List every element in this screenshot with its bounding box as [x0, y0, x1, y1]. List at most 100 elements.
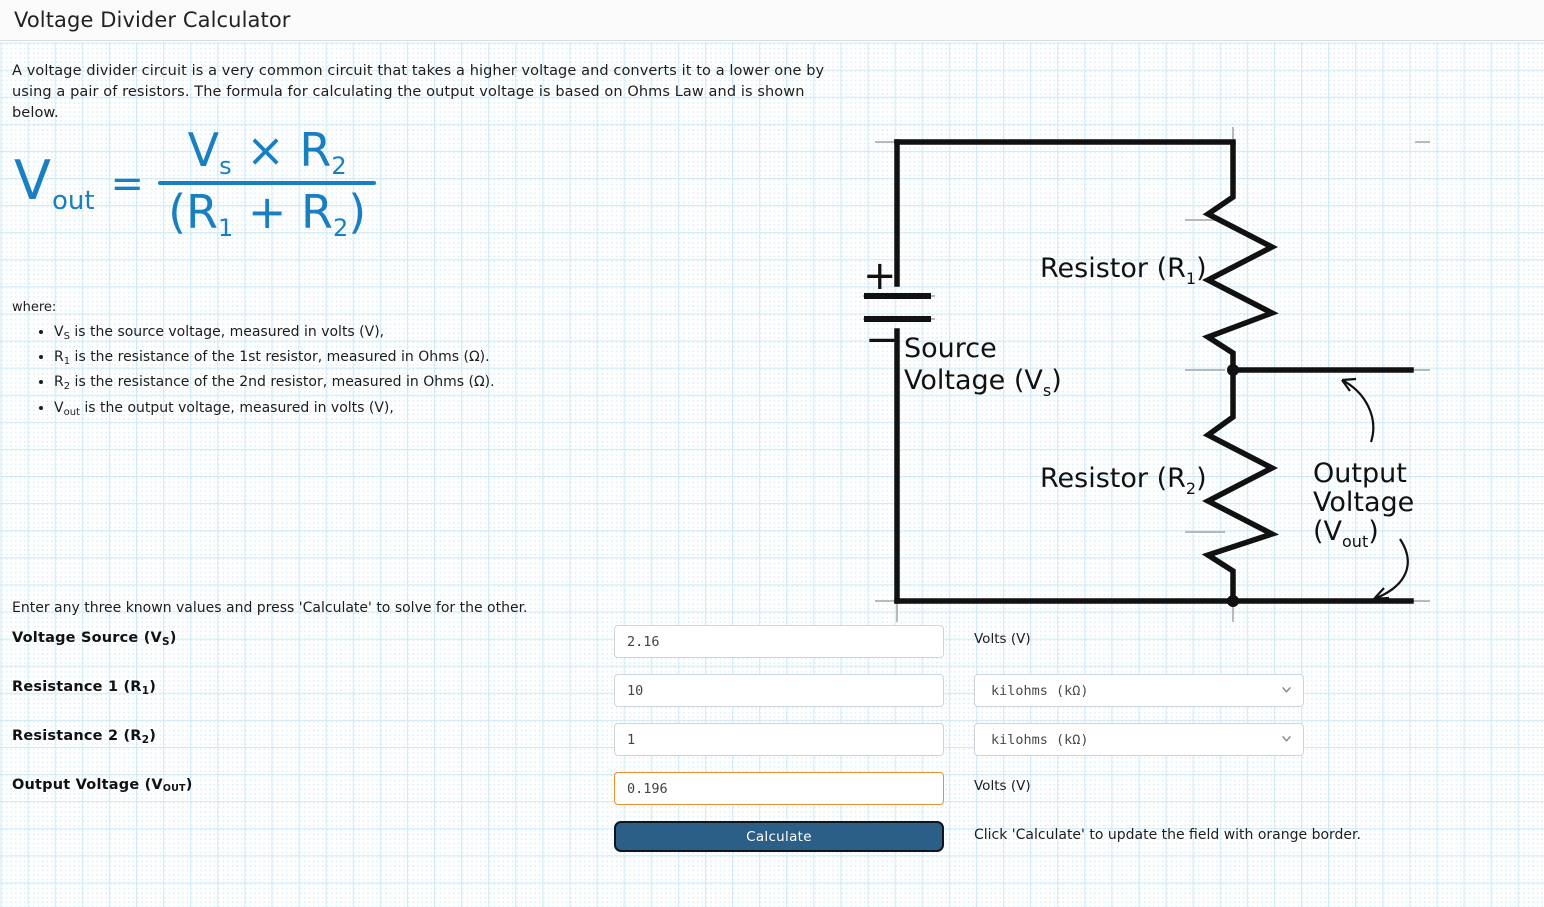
resistor-2-tail: )	[1196, 463, 1207, 494]
def-subscript: S	[63, 331, 70, 342]
list-item: Vout is the output voltage, measured in …	[54, 398, 495, 423]
voltage-divider-circuit-diagram: + − Source Voltage (Vs) Resistor (R1) Re…	[863, 127, 1430, 622]
voltage-source-unit: Volts (V)	[974, 631, 1031, 647]
def-text: is the resistance of the 1st resistor, m…	[70, 349, 490, 366]
form-row-resistance-1: Resistance 1 (R1) kilohms (kΩ)	[0, 674, 1400, 708]
label-text: Voltage Source (V	[12, 630, 162, 646]
formula-v-subscript: out	[51, 186, 95, 216]
output-voltage-input[interactable]	[614, 772, 944, 805]
circuit-wires	[894, 139, 1414, 604]
label-tail: )	[185, 777, 193, 793]
numerator-times-r: × R	[231, 123, 332, 178]
page-title: Voltage Divider Calculator	[14, 8, 291, 32]
denominator-r1-sub: 1	[217, 214, 234, 243]
resistance-2-input[interactable]	[614, 723, 944, 756]
numerator-r-sub: 2	[331, 152, 347, 181]
resistor-2-sub: 2	[1186, 479, 1196, 498]
output-voltage-label-line1: Output	[1313, 458, 1407, 489]
resistance-1-input[interactable]	[614, 674, 944, 707]
def-subscript: out	[63, 406, 80, 418]
calculate-note: Click 'Calculate' to update the field wi…	[974, 827, 1361, 843]
def-text: is the resistance of the 2nd resistor, m…	[70, 374, 495, 391]
label-output-voltage: Output Voltage (VOUT)	[12, 777, 193, 794]
def-symbol: R	[54, 349, 64, 366]
output-arrow-upper	[1341, 377, 1375, 443]
def-text: is the output voltage, measured in volts…	[79, 399, 394, 416]
numerator-v: V	[187, 123, 220, 178]
junction-dot-bottom	[1227, 595, 1239, 607]
label-text: Resistance 2 (R	[12, 728, 142, 744]
label-subscript: 2	[141, 734, 150, 746]
output-arrow-lower	[1373, 538, 1409, 601]
label-text: Resistance 1 (R	[12, 679, 142, 695]
definition-list: VS is the source voltage, measured in vo…	[32, 322, 495, 423]
label-tail: )	[149, 728, 157, 744]
formula-fraction-bar	[158, 181, 377, 186]
denominator-r1: (R	[168, 185, 218, 240]
plus-sign-label: +	[863, 253, 897, 299]
output-voltage-label-line2: Voltage	[1313, 487, 1414, 518]
label-subscript: OUT	[162, 783, 186, 794]
output-voltage-label-line3: (Vout)	[1313, 516, 1379, 551]
label-resistance-1: Resistance 1 (R1)	[12, 679, 156, 697]
output-voltage-sub: out	[1342, 532, 1368, 551]
output-voltage-main: (V	[1313, 516, 1343, 547]
label-text: Output Voltage (V	[12, 777, 163, 793]
where-label: where:	[12, 300, 57, 315]
junction-dot-top	[1227, 364, 1239, 376]
source-voltage-sub: s	[1043, 381, 1051, 400]
resistor-2-main: Resistor (R	[1040, 463, 1186, 494]
form-instructions: Enter any three known values and press '…	[12, 600, 528, 616]
battery-symbol	[864, 293, 931, 322]
output-voltage-unit: Volts (V)	[974, 778, 1031, 794]
resistor-1-zigzag	[1201, 142, 1279, 370]
label-voltage-source: Voltage Source (VS)	[12, 630, 177, 648]
list-item: R2 is the resistance of the 2nd resistor…	[54, 372, 495, 397]
app-header: Voltage Divider Calculator	[0, 0, 1544, 41]
source-voltage-label-line1: Source	[904, 333, 997, 364]
resistor-1-tail: )	[1196, 253, 1207, 284]
def-symbol: R	[54, 374, 64, 391]
numerator-v-sub: s	[219, 152, 232, 181]
formula-left-side: Vout	[14, 154, 95, 216]
denominator-plus-r: + R	[233, 185, 334, 240]
resistor-2-zigzag	[1201, 370, 1280, 601]
formula-equals-sign: =	[110, 161, 145, 207]
def-subscript: 1	[63, 356, 71, 368]
def-symbol: V	[54, 324, 64, 340]
label-resistance-2: Resistance 2 (R2)	[12, 728, 156, 746]
def-subscript: 2	[63, 381, 71, 393]
label-tail: )	[169, 630, 177, 646]
formula-numerator: Vs × R2	[178, 126, 357, 181]
formula-denominator: (R1 + R2)	[158, 185, 376, 243]
list-item: VS is the source voltage, measured in vo…	[54, 322, 495, 347]
form-row-resistance-2: Resistance 2 (R2) kilohms (kΩ)	[0, 723, 1400, 757]
intro-paragraph: A voltage divider circuit is a very comm…	[12, 63, 825, 121]
list-item: R1 is the resistance of the 1st resistor…	[54, 347, 495, 372]
label-subscript: 1	[141, 685, 150, 697]
form-row-output-voltage: Output Voltage (VOUT) Volts (V)	[0, 772, 1400, 806]
resistor-1-sub: 1	[1186, 269, 1196, 288]
resistance-2-unit-select[interactable]: kilohms (kΩ)	[974, 723, 1304, 756]
def-symbol: V	[54, 399, 64, 416]
resistor-2-label: Resistor (R2)	[1040, 463, 1207, 498]
voltage-divider-formula: Vout = Vs × R2 (R1 + R2)	[14, 124, 377, 244]
def-text: is the source voltage, measured in volts…	[69, 324, 385, 340]
form-row-voltage-source: Voltage Source (VS) Volts (V)	[0, 625, 1400, 659]
source-voltage-main: Voltage (V	[904, 365, 1043, 396]
source-voltage-label-line2: Voltage (Vs)	[904, 365, 1062, 400]
graph-paper-background: A voltage divider circuit is a very comm…	[0, 42, 1544, 907]
label-subscript: S	[161, 636, 170, 648]
resistor-1-label: Resistor (R1)	[1040, 253, 1207, 288]
resistor-1-main: Resistor (R	[1040, 253, 1186, 284]
output-voltage-tail: )	[1368, 516, 1379, 547]
source-voltage-tail: )	[1051, 365, 1062, 396]
calculate-button[interactable]: Calculate	[614, 821, 944, 852]
label-tail: )	[149, 679, 157, 695]
voltage-source-input[interactable]	[614, 625, 944, 658]
resistance-1-unit-select[interactable]: kilohms (kΩ)	[974, 674, 1304, 707]
denominator-r2-sub: 2	[333, 214, 349, 243]
denominator-close-paren: )	[348, 185, 367, 240]
formula-v-symbol: V	[14, 149, 51, 212]
formula-fraction: Vs × R2 (R1 + R2)	[158, 126, 377, 243]
